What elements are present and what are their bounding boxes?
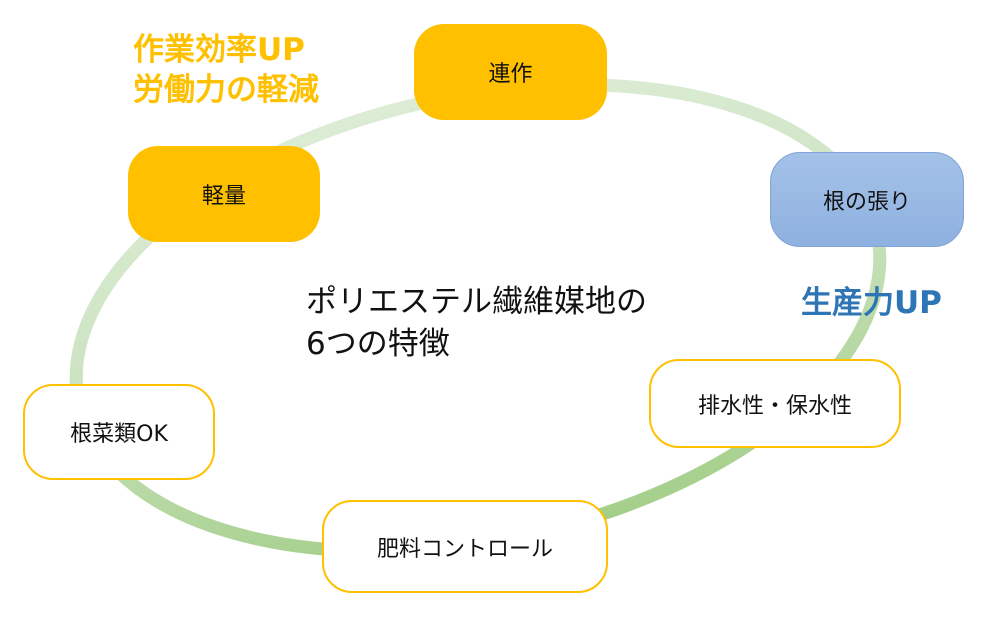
- feature-label-hiryou-control: 肥料コントロール: [376, 536, 553, 562]
- efficiency-heading-line-1: 作業効率UP: [133, 32, 305, 68]
- feature-label-ne-no-hari: 根の張り: [822, 189, 911, 215]
- efficiency-heading-line-2: 労働力の軽減: [133, 72, 319, 108]
- feature-box-hiryou-control: 肥料コントロール: [322, 500, 608, 593]
- feature-label-renzaku: 連作: [488, 62, 533, 87]
- feature-label-keiryou: 軽量: [201, 184, 246, 209]
- diagram-title: ポリエステル繊維媒地の 6つの特徴: [306, 281, 647, 365]
- diagram-title-line-1: ポリエステル繊維媒地の: [306, 284, 647, 320]
- feature-label-konsairui: 根菜類OK: [70, 422, 168, 447]
- efficiency-heading: 作業効率UP 労働力の軽減: [133, 30, 319, 110]
- diagram-title-line-2: 6つの特徴: [306, 326, 450, 362]
- productivity-heading-line-1: 生産力UP: [801, 285, 942, 321]
- feature-box-ne-no-hari: 根の張り: [770, 152, 964, 247]
- feature-label-haisui-hosui: 排水性・保水性: [697, 393, 852, 419]
- feature-box-keiryou: 軽量: [128, 146, 320, 242]
- productivity-heading: 生産力UP: [801, 283, 942, 323]
- feature-box-konsairui: 根菜類OK: [23, 384, 215, 480]
- feature-box-renzaku: 連作: [414, 24, 607, 120]
- feature-box-haisui-hosui: 排水性・保水性: [649, 359, 901, 448]
